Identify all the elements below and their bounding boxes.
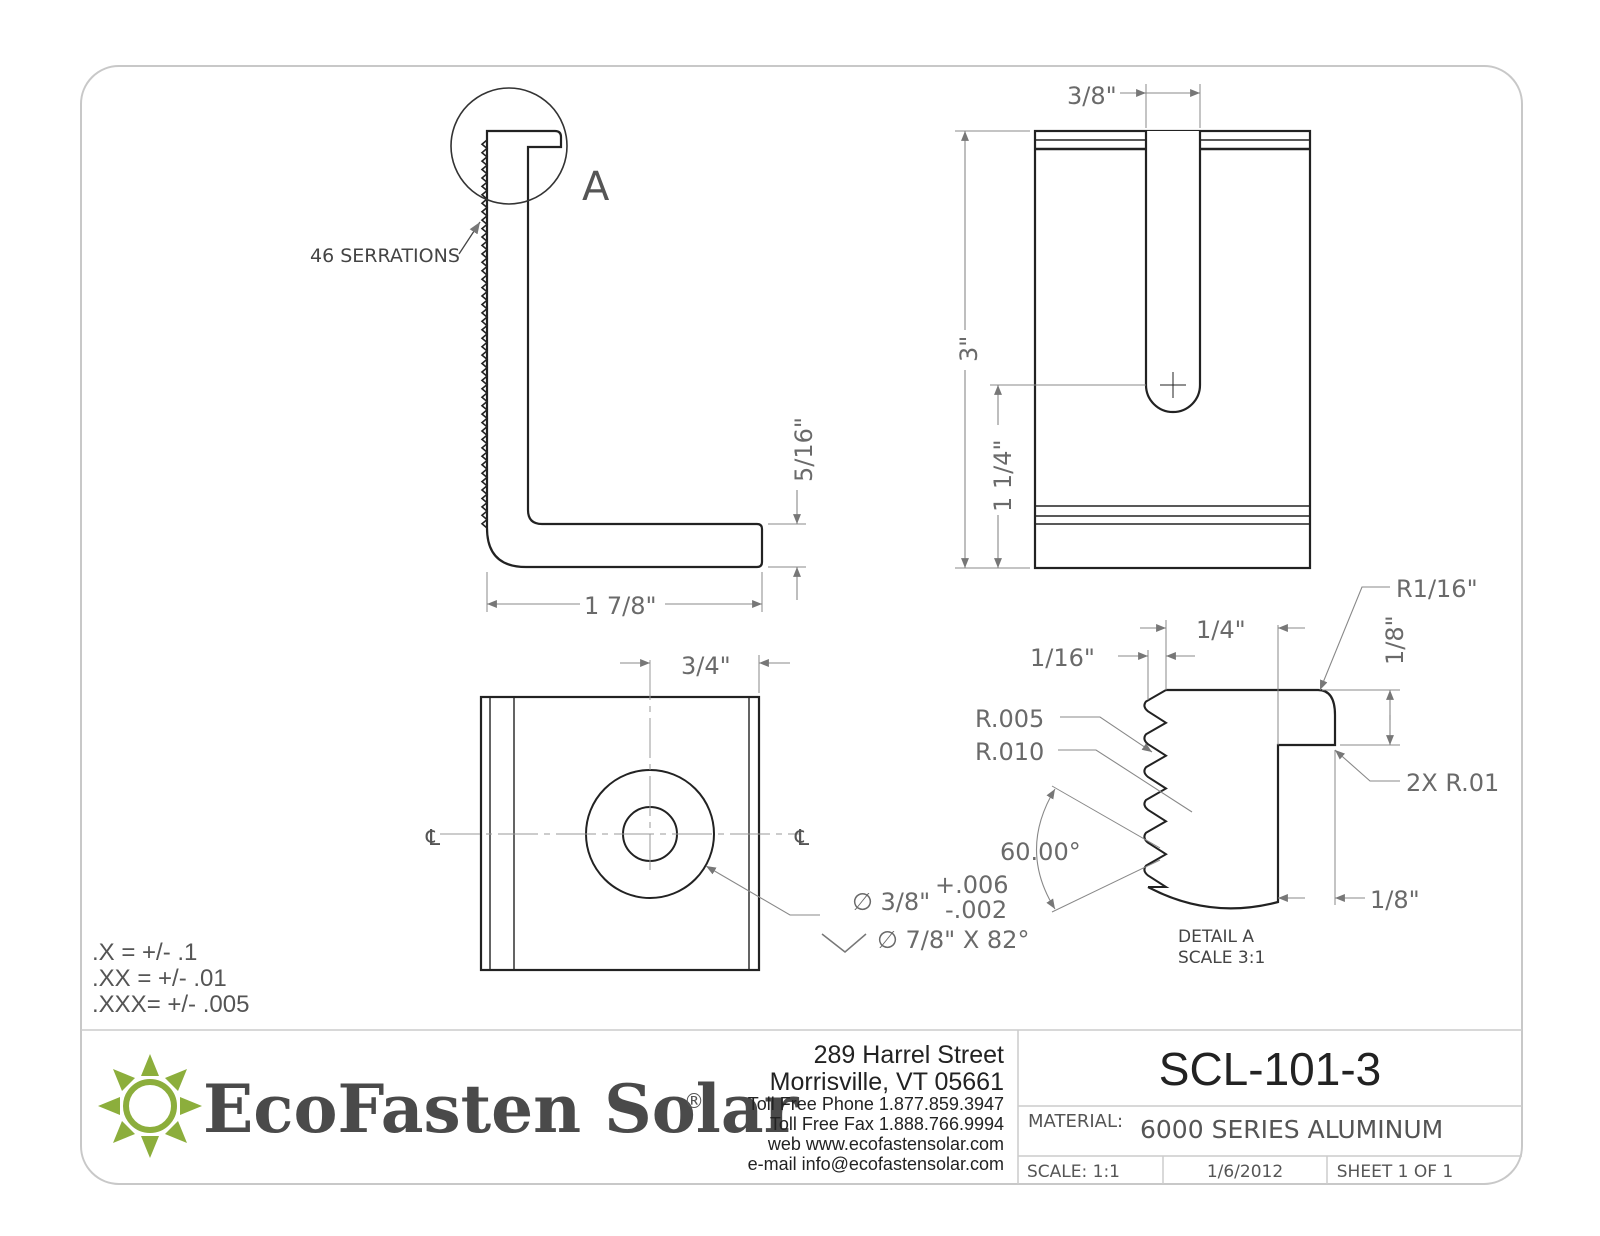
part-number: SCL-101-3 <box>1159 1043 1381 1095</box>
sheet-border <box>80 65 1523 1185</box>
dim-1-4: 1/4" <box>1196 616 1246 644</box>
sun-ray <box>165 1069 187 1091</box>
r010-leader <box>1058 749 1193 813</box>
side-view: A 46 SERRATIONS 5/16" 1 7/8" <box>310 87 818 620</box>
tolerance-line: .XXX= +/- .005 <box>92 991 249 1018</box>
dim-1-1-4: 1 1/4" <box>989 439 1017 512</box>
detail-a-outline <box>1147 688 1337 910</box>
sheet-number: SHEET 1 OF 1 <box>1337 1162 1453 1182</box>
sun-ray <box>113 1069 135 1091</box>
sun-ray <box>165 1121 187 1143</box>
material-label: MATERIAL: <box>1028 1111 1123 1132</box>
hole-leader <box>705 865 820 916</box>
email: e-mail info@ecofastensolar.com <box>748 1154 1004 1174</box>
address-line-1: 289 Harrel Street <box>814 1041 1004 1069</box>
hole-tol-minus: -.002 <box>945 896 1007 924</box>
drawing-date: 1/6/2012 <box>1207 1162 1283 1182</box>
serrations <box>480 139 489 529</box>
r005: R.005 <box>975 705 1044 733</box>
detail-title-1: DETAIL A <box>1178 927 1254 947</box>
tolerance-line: .XX = +/- .01 <box>92 965 227 992</box>
detail-marker: A <box>582 164 610 210</box>
scale: SCALE: 1:1 <box>1027 1162 1120 1182</box>
sun-logo-icon <box>98 1054 202 1158</box>
countersink-callout: ∅ 7/8" X 82° <box>877 926 1029 954</box>
detail-title-2: SCALE 3:1 <box>1178 948 1265 968</box>
centerline-symbol-left: ℄ <box>425 826 441 851</box>
address-line-2: Morrisville, VT 05661 <box>770 1068 1004 1096</box>
phone: Toll Free Phone 1.877.859.3947 <box>748 1094 1004 1114</box>
sun-ray <box>141 1136 159 1158</box>
angle-line-b <box>1051 859 1161 913</box>
sun-ray <box>113 1121 135 1143</box>
r01: 2X R.01 <box>1406 769 1499 797</box>
detail-a-serrations <box>1143 689 1170 888</box>
company-logo-text: EcoFasten Solar <box>203 1070 800 1148</box>
slot <box>1144 131 1202 414</box>
dim-1-8-top: 1/8" <box>1381 615 1409 665</box>
angle-arc <box>1035 788 1056 910</box>
front-view: 3/8" 3" 1 1/4" <box>955 82 1312 570</box>
r1-16: R1/16" <box>1396 575 1478 603</box>
centerline-symbol-right: ℄ <box>794 826 810 851</box>
bottom-view: ℄ ℄ 3/4" ∅ 3/8" +.006 -.002 ∅ 7/8" X 82° <box>425 652 1029 972</box>
tolerance-line: .X = +/- .1 <box>92 939 197 966</box>
hole-tol-plus: +.006 <box>935 871 1009 899</box>
dim-3-4: 3/4" <box>681 652 731 680</box>
hole-diameter: ∅ 3/8" <box>852 888 930 916</box>
angle-60: 60.00° <box>1000 838 1081 866</box>
r1-16-leader <box>1319 586 1390 691</box>
l-bracket-profile <box>485 129 764 569</box>
serrations-leader <box>458 221 481 255</box>
sun-ray <box>98 1097 120 1115</box>
r005-leader <box>1060 716 1153 753</box>
angle-line-a <box>1051 785 1161 849</box>
detail-a-circle <box>450 87 568 205</box>
tolerance-block: .X = +/- .1 .XX = +/- .01 .XXX= +/- .005 <box>92 939 249 1018</box>
dim-5-16: 5/16" <box>790 417 818 482</box>
sun-ray <box>180 1097 202 1115</box>
dim-3: 3" <box>955 336 983 362</box>
sun-core <box>123 1079 177 1133</box>
registered-mark: ® <box>684 1089 704 1113</box>
dim-1-7-8: 1 7/8" <box>584 592 657 620</box>
countersink-symbol <box>821 933 867 953</box>
web: web www.ecofastensolar.com <box>767 1134 1004 1154</box>
detail-a: 1/16" 1/4" R1/16" 1/8" R.005 R.010 2X R.… <box>975 575 1499 968</box>
title-block: EcoFasten Solar ® 289 Harrel Street Morr… <box>81 1029 1522 1184</box>
sun-ray <box>141 1054 159 1076</box>
dim-1-8-bottom: 1/8" <box>1370 886 1420 914</box>
fax: Toll Free Fax 1.888.766.9994 <box>770 1114 1004 1134</box>
serrations-note: 46 SERRATIONS <box>310 245 460 267</box>
dim-3-8-top: 3/8" <box>1067 82 1117 110</box>
r010: R.010 <box>975 738 1044 766</box>
material-value: 6000 SERIES ALUMINUM <box>1140 1115 1443 1144</box>
dim-1-16: 1/16" <box>1030 644 1095 672</box>
r01-leader <box>1334 749 1400 782</box>
